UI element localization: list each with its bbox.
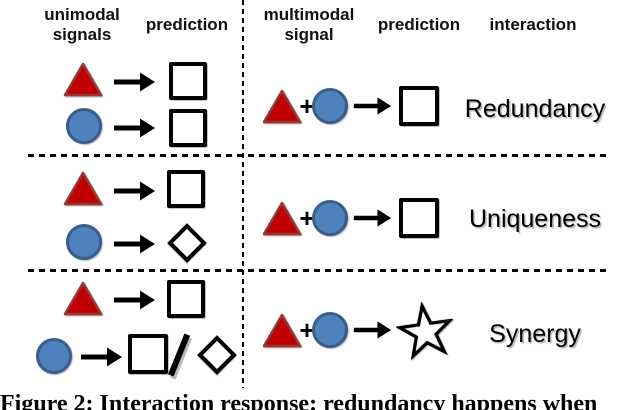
arrow-right-icon bbox=[352, 206, 392, 230]
row-divider-1 bbox=[28, 154, 608, 157]
diamond-icon bbox=[197, 335, 237, 375]
square-icon bbox=[128, 334, 168, 374]
slash-separator bbox=[167, 333, 191, 377]
blue-circle-icon bbox=[66, 224, 102, 260]
square-icon bbox=[169, 109, 207, 147]
arrow-right-icon bbox=[352, 318, 392, 342]
red-triangle-icon bbox=[262, 313, 302, 348]
arrow-right-icon bbox=[79, 345, 123, 369]
vertical-divider bbox=[242, 0, 244, 388]
square-icon bbox=[167, 280, 205, 318]
blue-circle-icon bbox=[312, 88, 348, 124]
blue-circle-icon bbox=[312, 200, 348, 236]
red-triangle-icon bbox=[63, 62, 103, 97]
interaction-label-redundancy: Redundancy bbox=[464, 95, 606, 123]
header-prediction-left: prediction bbox=[145, 15, 229, 34]
arrow-right-icon bbox=[352, 94, 392, 118]
blue-circle-icon bbox=[36, 338, 72, 374]
header-multimodal-signal: multimodal signal bbox=[263, 5, 355, 44]
blue-circle-icon bbox=[66, 108, 102, 144]
red-triangle-icon bbox=[63, 171, 103, 206]
square-icon bbox=[169, 62, 207, 100]
arrow-right-icon bbox=[112, 232, 156, 256]
square-icon bbox=[399, 86, 439, 126]
square-icon bbox=[167, 170, 205, 208]
row-divider-2 bbox=[28, 269, 608, 272]
square-icon bbox=[399, 198, 439, 238]
header-unimodal-signals: unimodal signals bbox=[44, 5, 120, 44]
blue-circle-icon bbox=[312, 312, 348, 348]
red-triangle-icon bbox=[63, 281, 103, 316]
plus-sign: + bbox=[299, 91, 315, 121]
interaction-label-uniqueness: Uniqueness bbox=[468, 205, 602, 233]
star-icon bbox=[395, 300, 456, 359]
diamond-icon bbox=[167, 223, 207, 263]
header-prediction-right: prediction bbox=[377, 15, 461, 34]
red-triangle-icon bbox=[262, 201, 302, 236]
red-triangle-icon bbox=[262, 89, 302, 124]
arrow-right-icon bbox=[112, 179, 156, 203]
interaction-label-synergy: Synergy bbox=[489, 320, 581, 348]
header-interaction: interaction bbox=[489, 15, 577, 34]
arrow-right-icon bbox=[112, 70, 156, 94]
plus-sign: + bbox=[299, 315, 315, 345]
figure-caption: Figure 2: Interaction response: redundan… bbox=[0, 391, 598, 410]
arrow-right-icon bbox=[112, 288, 156, 312]
plus-sign: + bbox=[299, 203, 315, 233]
arrow-right-icon bbox=[112, 116, 156, 140]
